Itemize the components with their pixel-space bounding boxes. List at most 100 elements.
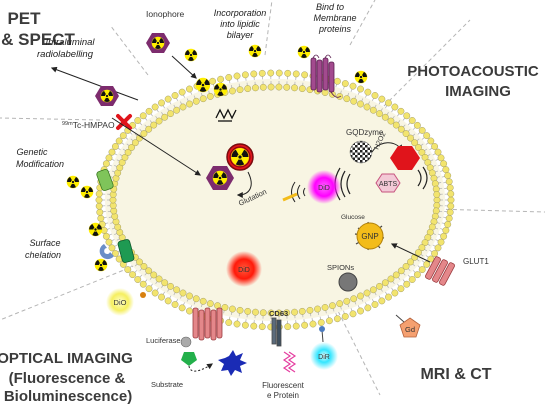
- lipid-head: [186, 307, 193, 315]
- lipid-head: [131, 139, 139, 147]
- lipid-head: [233, 320, 241, 328]
- lipid-head: [336, 300, 344, 307]
- ionophore-radiation-icon: [151, 36, 165, 50]
- lipid-head: [378, 95, 386, 103]
- lipid-head: [229, 87, 236, 95]
- lipid-head: [225, 319, 233, 326]
- lipid-head: [178, 304, 186, 312]
- lipid-head: [423, 132, 431, 140]
- lipid-head: [115, 137, 123, 145]
- lipid-head: [179, 289, 187, 297]
- lipid-head: [447, 196, 455, 204]
- lipid-head: [292, 322, 300, 330]
- lipid-head: [158, 99, 165, 107]
- dir-anchor: [319, 326, 325, 332]
- lipid-head: [225, 74, 233, 81]
- lipid-head: [442, 166, 450, 174]
- lipid-head: [105, 238, 113, 246]
- lipid-head: [95, 190, 103, 198]
- label-spions: SPIONs: [327, 263, 354, 272]
- label-luciferase: Luciferase: [146, 336, 181, 345]
- lipid-head: [95, 202, 103, 210]
- lipid-head: [403, 280, 411, 288]
- lipid-head: [217, 75, 225, 83]
- lipid-head: [423, 260, 431, 268]
- did-glow-red: [226, 251, 262, 287]
- luciferase-ball: [180, 336, 192, 348]
- lipid-head: [284, 323, 292, 331]
- section-title-pet-spect: PET& SPECT: [1, 9, 75, 49]
- substrate-green-icon: [181, 352, 197, 366]
- lipid-head: [392, 271, 400, 279]
- lipid-head: [199, 95, 207, 103]
- hmpao-radiation-icon: [100, 89, 114, 103]
- dio-anchor: [140, 292, 146, 298]
- lipid-head: [444, 172, 452, 179]
- gnp-icon: [354, 221, 385, 251]
- lipid-head: [145, 107, 153, 115]
- lipid-head: [150, 271, 158, 279]
- label-glucose: Glucose: [341, 214, 365, 221]
- glut1-arrow: [390, 243, 431, 263]
- section-title-mri-ct: MRI & CT: [420, 366, 491, 383]
- gd-pentagon-icon: [399, 317, 421, 338]
- ionophore-release-icon: [215, 108, 237, 122]
- lipid-head: [145, 267, 153, 275]
- lipid-head: [392, 121, 400, 129]
- intraluminal-radiotracer-icon: [226, 143, 254, 171]
- lipid-head: [151, 103, 159, 111]
- lipid-head: [241, 321, 249, 329]
- label-dir: DiR: [318, 354, 330, 361]
- radiation-icon: [80, 185, 94, 199]
- lipid-head: [437, 154, 445, 162]
- lipid-head: [403, 112, 411, 120]
- lipid-head: [369, 286, 377, 294]
- lipid-head: [206, 300, 214, 307]
- lipid-head: [447, 202, 455, 210]
- lipid-head: [445, 178, 453, 186]
- label-hmpao: 99mTc-HMPAO: [62, 120, 115, 130]
- lipid-head: [357, 85, 364, 93]
- luciferase-protein: [192, 307, 223, 341]
- lipid-head: [418, 148, 426, 156]
- lipid-head: [129, 271, 137, 279]
- lipid-head: [206, 93, 214, 100]
- lipid-head: [385, 293, 392, 301]
- lipid-head: [244, 307, 252, 315]
- lipid-head: [325, 317, 333, 325]
- laser-pulse-icon: [291, 181, 306, 203]
- radiation-icon: [297, 45, 311, 59]
- lipid-head: [421, 239, 429, 247]
- label-gd: Gd: [405, 325, 415, 334]
- lipid-head: [445, 214, 453, 222]
- lipid-head: [407, 258, 414, 266]
- lipid-head: [391, 103, 399, 111]
- lipid-head: [164, 297, 172, 305]
- lipid-head: [418, 127, 426, 134]
- lipid-head: [418, 266, 426, 273]
- lipid-head: [128, 144, 135, 151]
- lipid-head: [402, 263, 410, 270]
- lipid-head: [381, 113, 389, 121]
- lipid-head: [341, 313, 349, 320]
- lipid-head: [306, 306, 314, 314]
- label-cd63: CD63: [269, 309, 288, 318]
- lipid-head: [108, 244, 116, 252]
- lipid-head: [291, 308, 298, 316]
- lipid-head: [376, 282, 383, 290]
- lipid-head: [186, 100, 193, 108]
- lipid-head: [186, 85, 193, 93]
- lipid-head: [151, 289, 159, 297]
- lipid-head: [102, 232, 110, 240]
- lipid-head: [252, 84, 259, 92]
- lipid-head: [252, 308, 259, 316]
- label-did-optical: DiD: [238, 267, 250, 274]
- lipid-head: [431, 250, 439, 257]
- lipid-head: [167, 110, 174, 118]
- lipid-head: [415, 144, 422, 151]
- lipid-head: [267, 69, 275, 77]
- pet-line-1: PET: [7, 9, 41, 28]
- lipid-head: [161, 113, 169, 121]
